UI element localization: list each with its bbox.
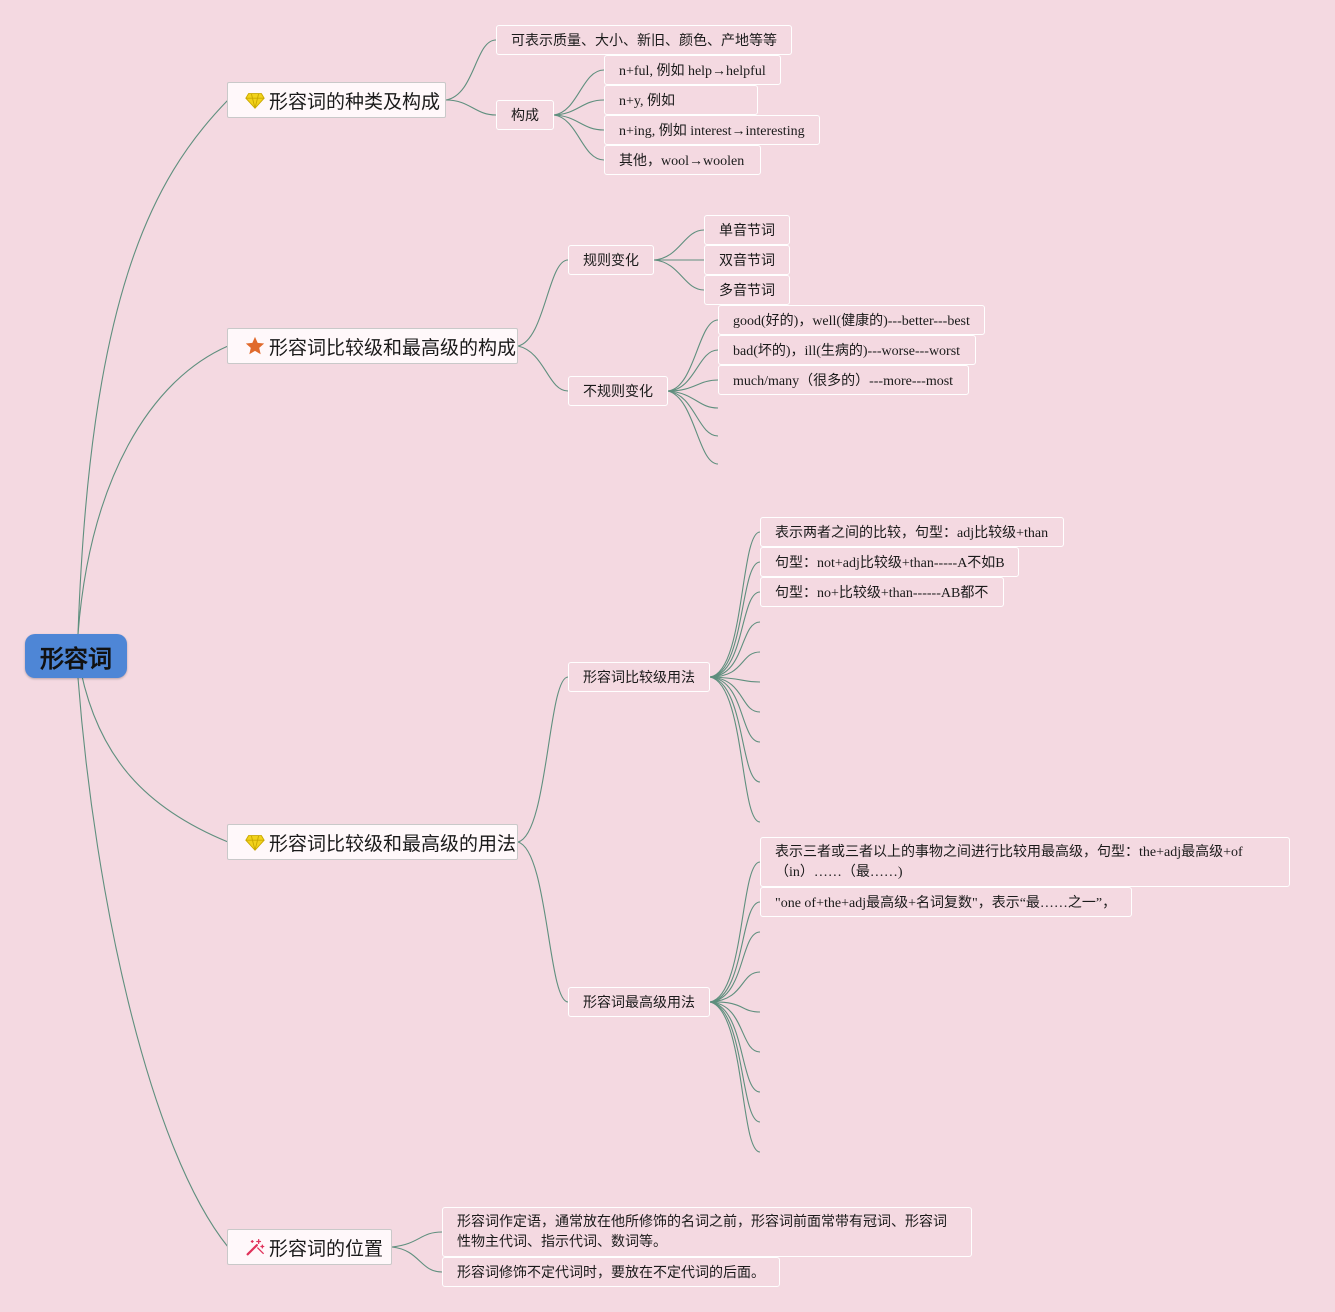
topic-disyllabic[interactable]: 双音节词 (704, 245, 790, 275)
topic-superlative-three[interactable]: 表示三者或三者以上的事物之间进行比较用最高级，句型：the+adj最高级+of（… (760, 837, 1290, 887)
topic-formation-ful[interactable]: n+ful, 例如 help→helpful (604, 55, 781, 85)
topic-irregular-bad[interactable]: bad(坏的)，ill(生病的)---worse---worst (718, 335, 976, 365)
branch-label: 形容词比较级和最高级的构成 (269, 336, 517, 359)
topic-irregular-change[interactable]: 不规则变化 (568, 376, 668, 406)
topic-irregular-good[interactable]: good(好的)，well(健康的)---better---best (718, 305, 985, 335)
diamond-icon (244, 89, 266, 111)
topic-comparative-no[interactable]: 句型：no+比较级+than------AB都不 (760, 577, 1004, 607)
star-icon (244, 335, 266, 357)
topic-monosyllabic[interactable]: 单音节词 (704, 215, 790, 245)
topic-comparative-usage[interactable]: 形容词比较级用法 (568, 662, 710, 692)
diamond-icon (244, 831, 266, 853)
topic-regular-change[interactable]: 规则变化 (568, 245, 654, 275)
branch-adjective-position[interactable]: 形容词的位置 (227, 1229, 392, 1265)
topic-irregular-much[interactable]: much/many（很多的）---more---most (718, 365, 969, 395)
branch-label: 形容词的位置 (269, 1237, 384, 1260)
root-topic[interactable]: 形容词 (25, 634, 127, 678)
magic-wand-icon (244, 1236, 266, 1258)
topic-meaning[interactable]: 可表示质量、大小、新旧、颜色、产地等等 (496, 25, 792, 55)
branch-label: 形容词的种类及构成 (269, 90, 441, 113)
topic-formation-ing[interactable]: n+ing, 例如 interest→interesting (604, 115, 820, 145)
topic-formation-other[interactable]: 其他，wool→woolen (604, 145, 761, 175)
branch-comparison-usage[interactable]: 形容词比较级和最高级的用法 (227, 824, 518, 860)
topic-comparative-than[interactable]: 表示两者之间的比较，句型：adj比较级+than (760, 517, 1064, 547)
branch-adjective-types[interactable]: 形容词的种类及构成 (227, 82, 446, 118)
topic-position-attributive[interactable]: 形容词作定语，通常放在他所修饰的名词之前，形容词前面常带有冠词、形容词性物主代词… (442, 1207, 972, 1257)
topic-superlative-one-of[interactable]: "one of+the+adj最高级+名词复数"，表示“最……之一”， (760, 887, 1132, 917)
topic-superlative-usage[interactable]: 形容词最高级用法 (568, 987, 710, 1017)
branch-comparison-formation[interactable]: 形容词比较级和最高级的构成 (227, 328, 518, 364)
topic-formation[interactable]: 构成 (496, 100, 554, 130)
topic-position-indefinite[interactable]: 形容词修饰不定代词时，要放在不定代词的后面。 (442, 1257, 780, 1287)
branch-label: 形容词比较级和最高级的用法 (269, 832, 517, 855)
topic-comparative-not[interactable]: 句型：not+adj比较级+than-----A不如B (760, 547, 1019, 577)
topic-polysyllabic[interactable]: 多音节词 (704, 275, 790, 305)
topic-formation-y[interactable]: n+y, 例如 (604, 85, 758, 115)
